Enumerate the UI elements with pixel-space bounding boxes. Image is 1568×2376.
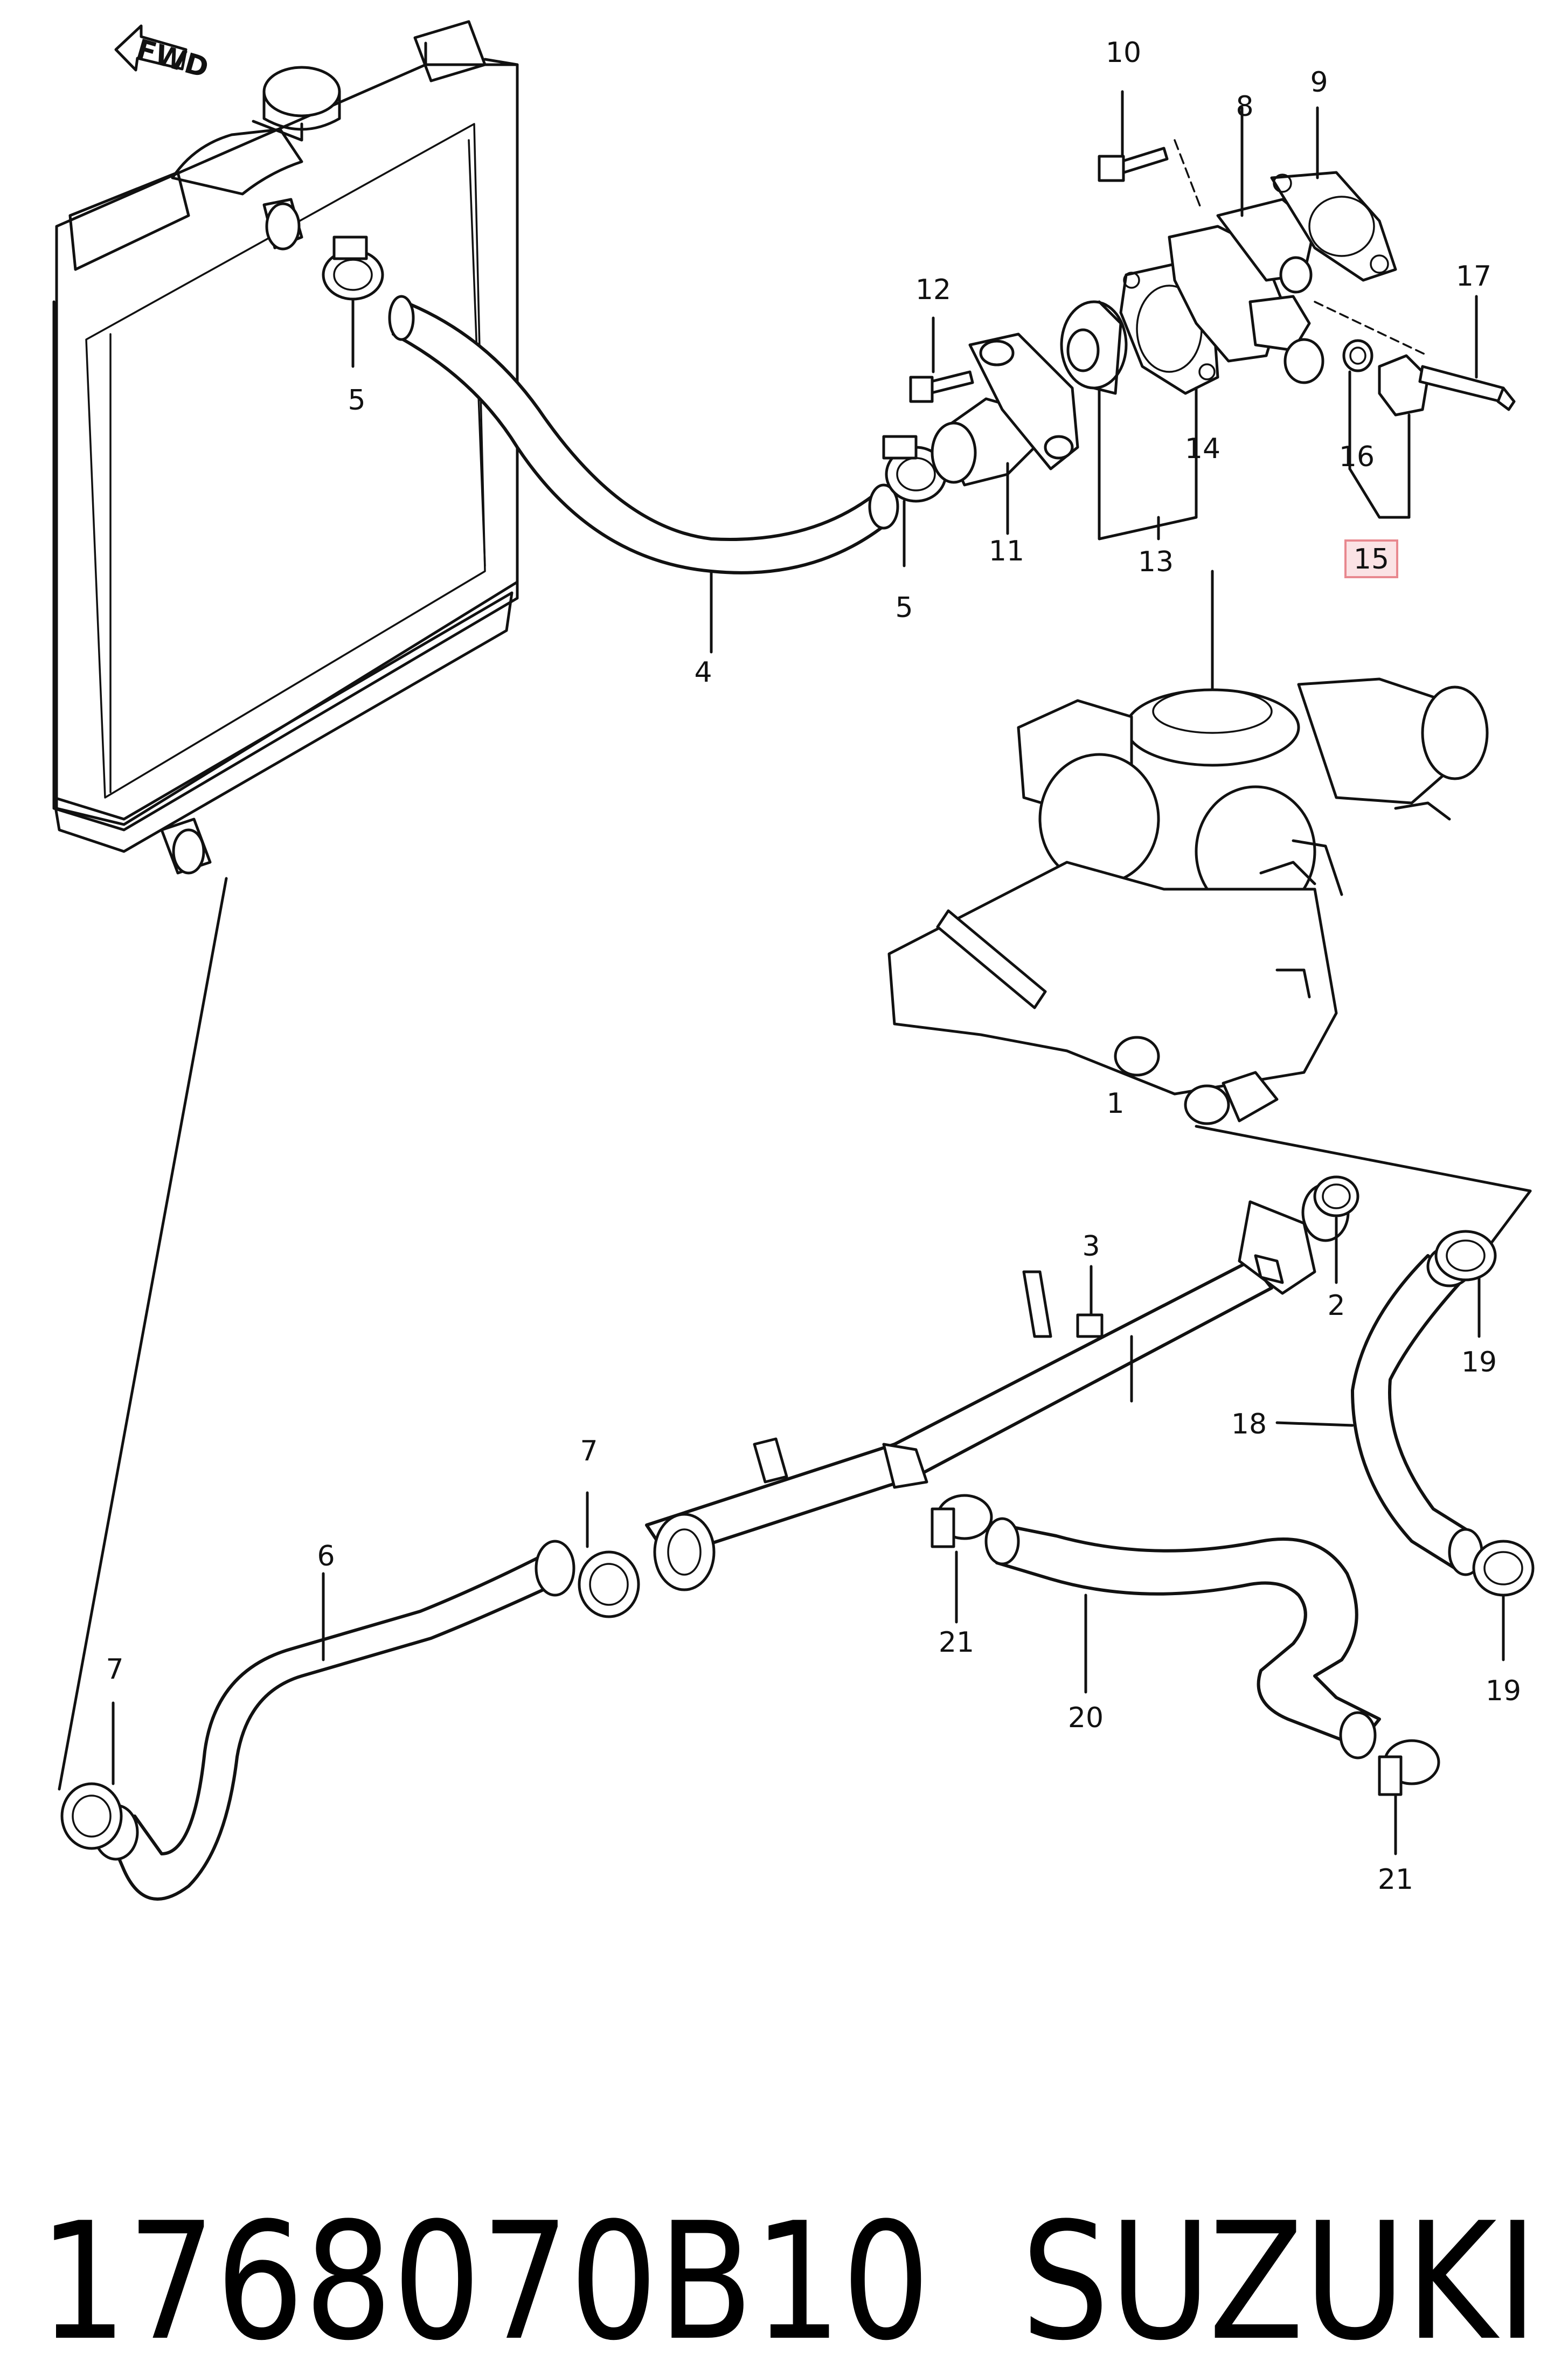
hose-clamp-21-upper <box>931 1494 993 1624</box>
heater-hose-20 <box>984 1517 1381 1760</box>
caption-area <box>0 1940 1568 2332</box>
sensor-group-15 <box>1314 295 1516 519</box>
callout-20: 20 <box>1068 1702 1104 1734</box>
thermostat <box>1060 300 1128 395</box>
hose-clamp-19-lower <box>1472 1540 1535 1661</box>
callout-1: 1 <box>1106 1087 1124 1120</box>
thermostat-cap-11 <box>931 332 1079 535</box>
callout-12: 12 <box>915 274 951 306</box>
hose-clamp-5-right <box>882 435 947 567</box>
hose-clamp-19-upper <box>1434 1230 1497 1338</box>
diagram-area: FWD <box>52 20 1535 1901</box>
callout-2: 2 <box>1327 1290 1345 1322</box>
callout-19-upper: 19 <box>1461 1346 1497 1379</box>
callout-14: 14 <box>1185 433 1220 465</box>
callout-17: 17 <box>1456 260 1491 293</box>
fwd-label: FWD <box>133 33 212 85</box>
gasket-9 <box>1270 106 1397 282</box>
bypass-hose-18 <box>1275 1245 1483 1576</box>
engine-water-outlet <box>887 570 1532 1193</box>
hose-clamp-5-upper <box>322 235 384 368</box>
callout-18: 18 <box>1231 1408 1267 1440</box>
fwd-arrow: FWD <box>114 24 212 85</box>
callout-7-right: 7 <box>580 1435 598 1467</box>
parts-diagram: FWD <box>52 20 1535 1901</box>
callout-21-upper: 21 <box>939 1626 974 1659</box>
leader-lines-13-14 <box>1098 386 1198 541</box>
o-ring-2 <box>1313 1175 1359 1284</box>
callout-5-upper: 5 <box>348 384 365 417</box>
callout-15: 15 <box>1354 543 1389 576</box>
callout-3: 3 <box>1082 1230 1100 1263</box>
callout-21-lower: 21 <box>1378 1864 1413 1896</box>
hose-clamp-7-left <box>60 1701 123 1850</box>
brand-name: SUZUKI <box>1021 2188 1538 2376</box>
bolt-12 <box>909 316 974 403</box>
callout-7-left: 7 <box>106 1653 123 1686</box>
part-number: 1768070B10 <box>39 2188 931 2376</box>
callout-4: 4 <box>694 656 712 689</box>
callout-15-highlight <box>1344 539 1398 578</box>
callout-19-lower: 19 <box>1486 1675 1521 1707</box>
thermostat-housing-8 <box>1168 106 1324 384</box>
bolt-10 <box>1098 90 1203 211</box>
callout-10: 10 <box>1106 37 1141 69</box>
upper-hose-4 <box>388 295 899 574</box>
bolt-3 <box>1076 1265 1104 1338</box>
callout-11: 11 <box>989 535 1024 567</box>
hose-clamp-21-lower <box>1378 1739 1440 1855</box>
callout-16: 16 <box>1339 441 1375 473</box>
hose-clamp-7-right <box>578 1491 640 1618</box>
callout-5-right: 5 <box>895 592 913 624</box>
callout-6: 6 <box>317 1540 335 1573</box>
lower-hose-6 <box>93 1540 575 1901</box>
callout-8: 8 <box>1236 91 1253 123</box>
callout-labels: 1 2 3 4 5 5 6 7 7 8 9 10 11 12 13 14 15 … <box>106 37 1521 1896</box>
callout-9: 9 <box>1310 66 1328 99</box>
radiator <box>52 20 519 875</box>
callout-13: 13 <box>1138 546 1174 578</box>
